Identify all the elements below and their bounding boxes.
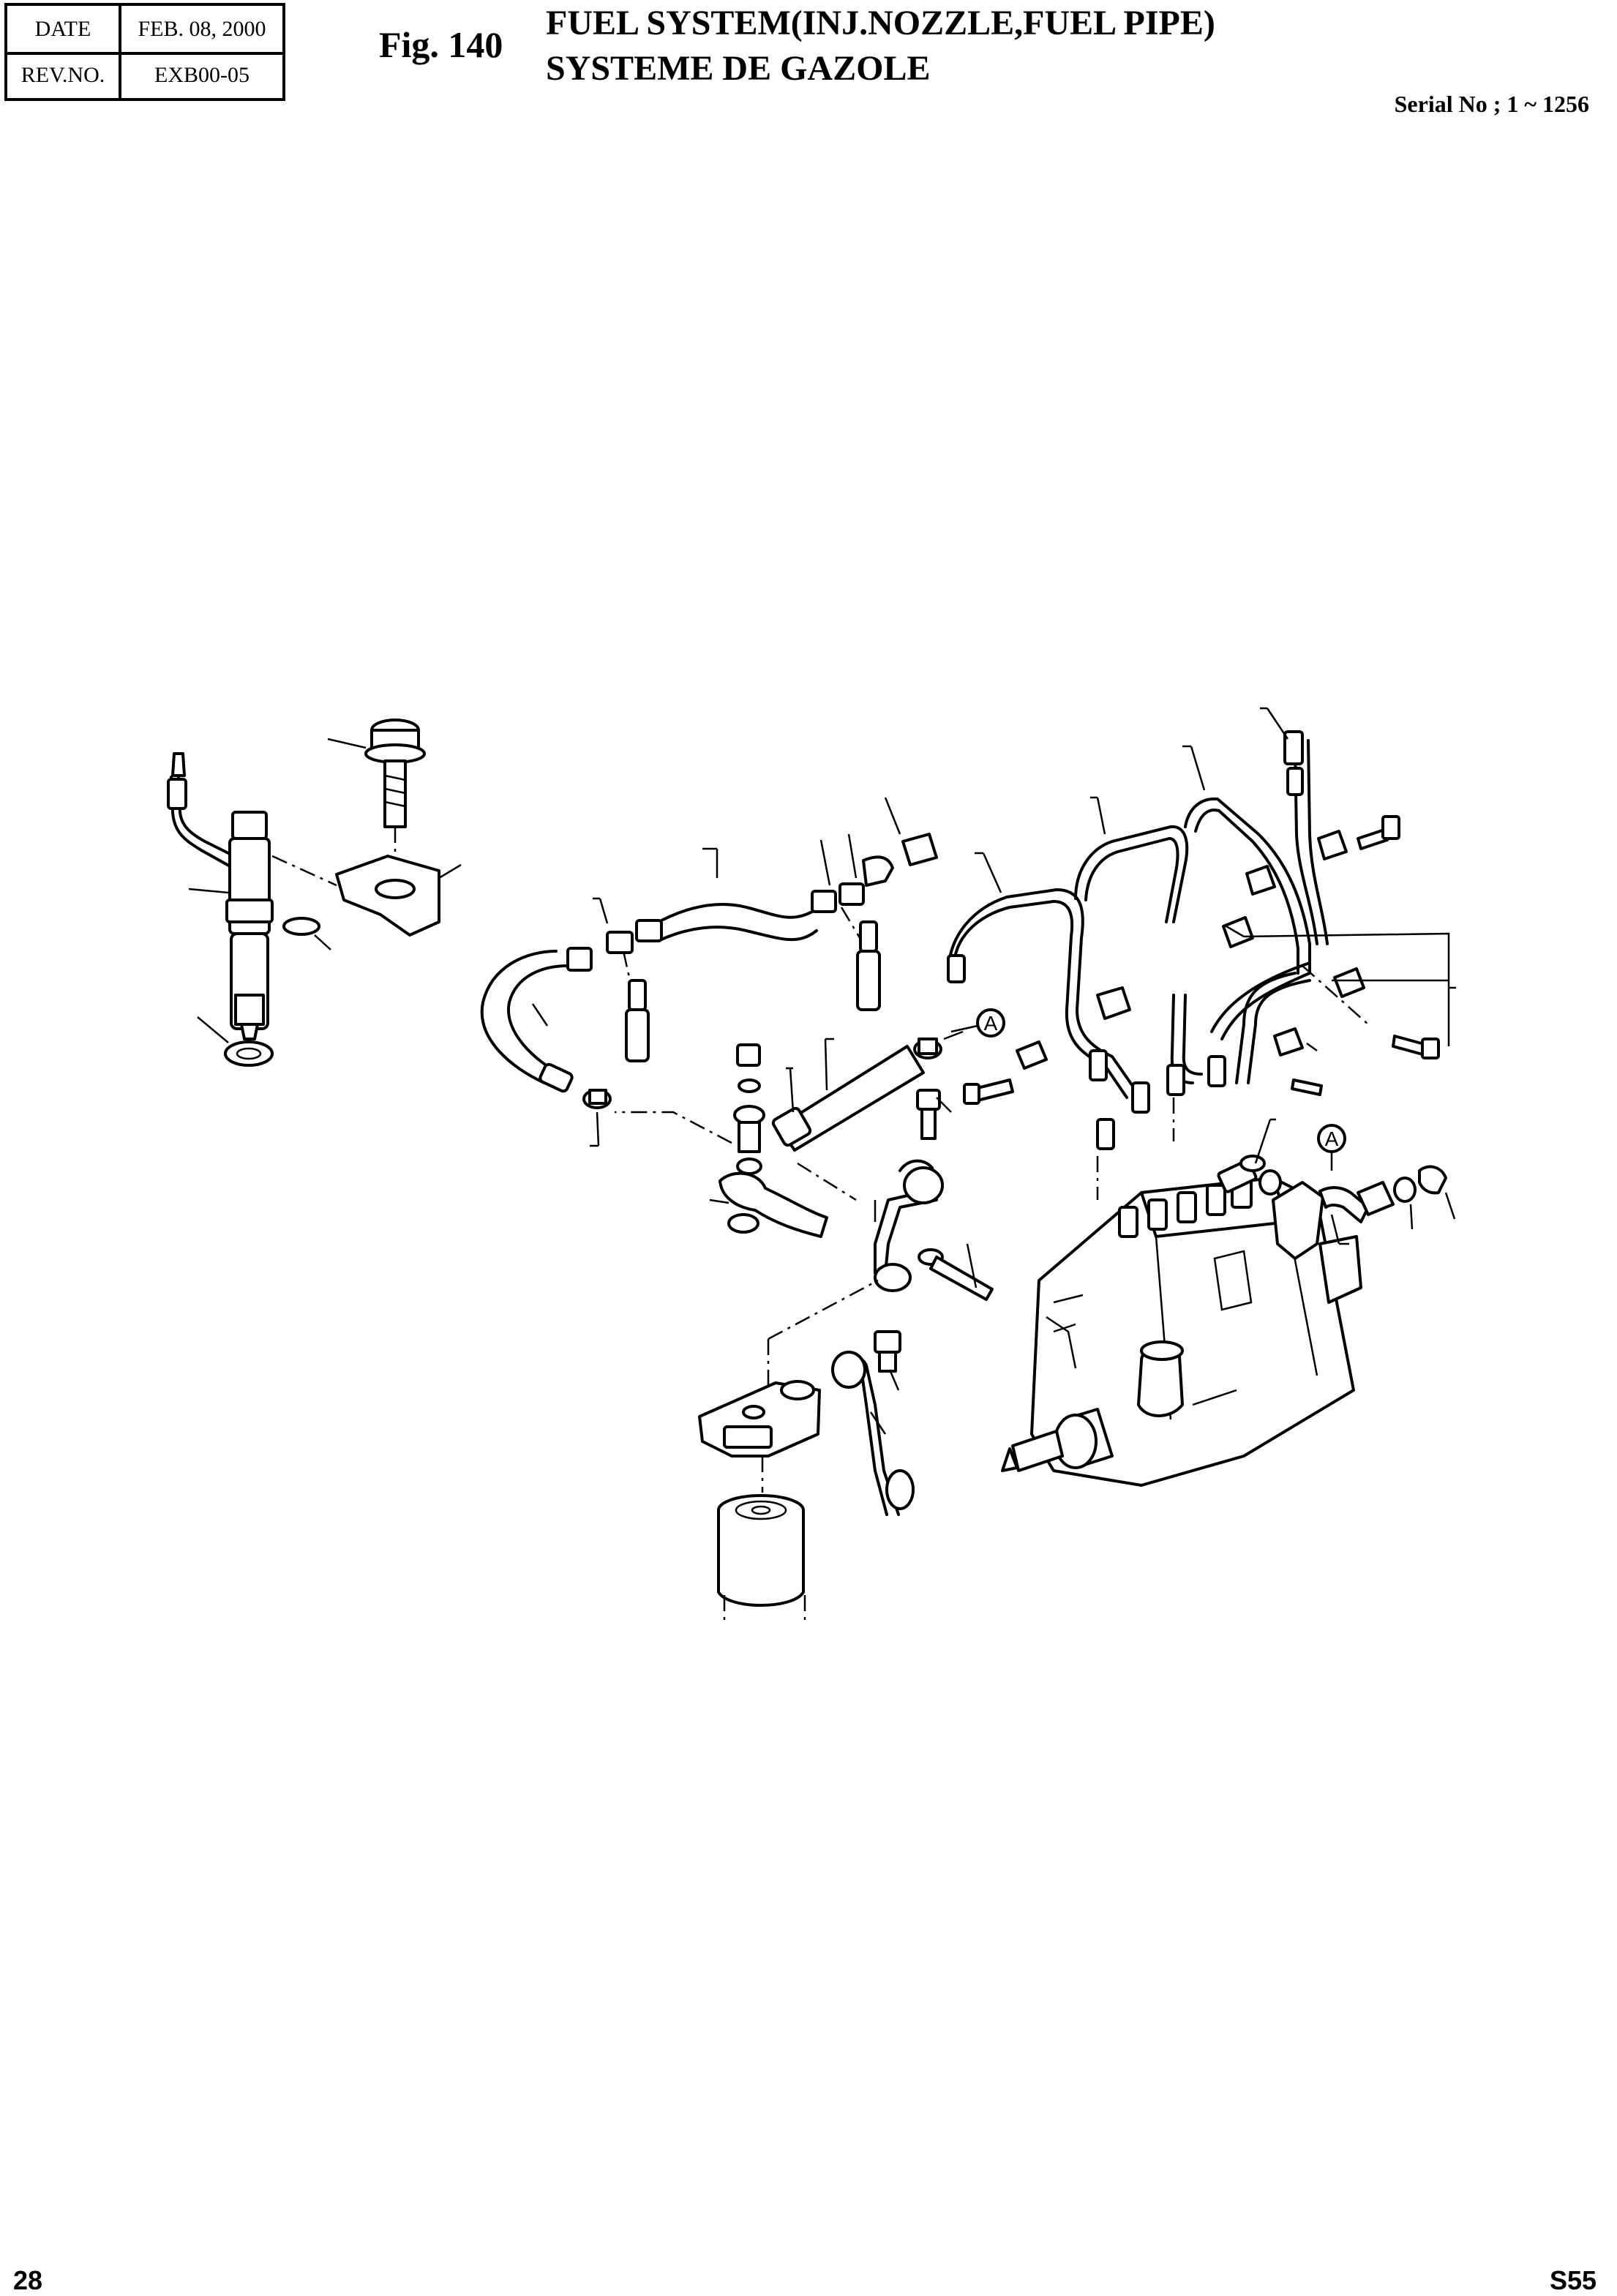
ref-a-text-2: A: [1325, 1128, 1339, 1150]
date-row: DATE FEB. 08, 2000: [7, 6, 282, 55]
fuel-pipe-center: [874, 1159, 994, 1301]
revision-row: REV.NO. EXB00-05: [7, 52, 282, 98]
fuel-filter: [698, 1279, 879, 1624]
reference-mark-a-1: A: [950, 1008, 1005, 1038]
date-label: DATE: [7, 6, 121, 52]
injection-pipes: [946, 707, 1329, 1200]
serial-range: Serial No ; 1 ~ 1256: [1394, 91, 1589, 117]
injection-nozzle: [167, 752, 274, 1067]
hose-clamp: [582, 1089, 612, 1147]
title-french: SYSTEME DE GAZOLE: [546, 49, 931, 88]
return-pipe: [831, 1330, 915, 1516]
pipe-clamps: [963, 815, 1456, 1105]
ref-a-text-1: A: [984, 1012, 998, 1035]
leak-off-hose: [480, 797, 938, 1093]
rev-value: EXB00-05: [154, 62, 250, 87]
reference-mark-a-2: A: [1317, 1124, 1346, 1171]
injection-pump: [1001, 1177, 1362, 1487]
nozzle-holder: [271, 719, 462, 950]
hollow-bolt: [916, 1089, 952, 1140]
figure-number: Fig. 140: [379, 24, 503, 65]
model-code: S55: [1549, 2265, 1597, 2295]
pump-inlet-fittings: [1217, 1118, 1456, 1245]
title-english: FUEL SYSTEM(INJ.NOZZLE,FUEL PIPE): [546, 4, 1215, 42]
date-value: FEB. 08, 2000: [138, 16, 266, 41]
revision-box: DATE FEB. 08, 2000 REV.NO. EXB00-05: [4, 3, 285, 101]
overflow-fittings: [615, 1030, 964, 1238]
rev-label: REV.NO.: [7, 52, 121, 98]
page-number: 28: [13, 2265, 43, 2295]
